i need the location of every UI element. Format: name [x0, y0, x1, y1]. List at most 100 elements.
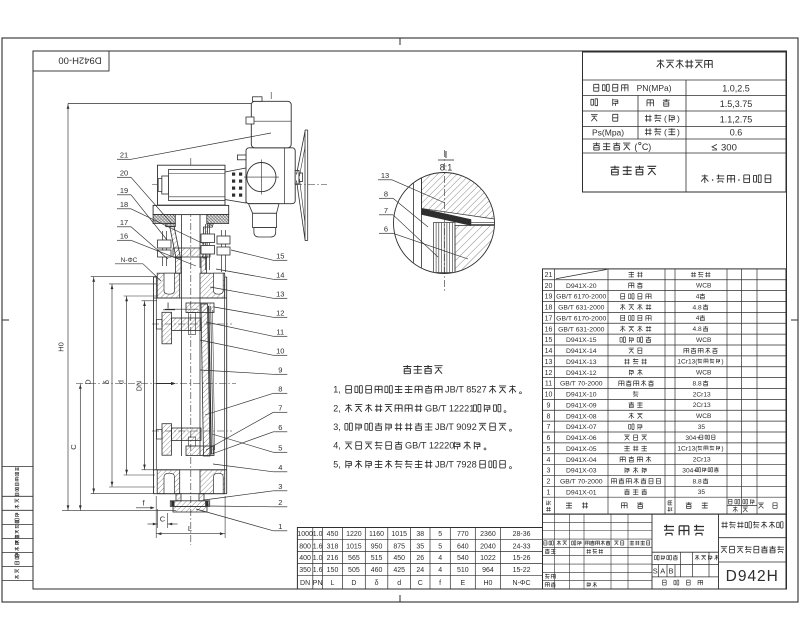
svg-text:400: 400 [299, 555, 311, 562]
svg-text:5: 5 [278, 444, 282, 453]
svg-text:4: 4 [547, 457, 551, 464]
svg-text:318: 318 [327, 543, 339, 550]
svg-text:B: B [668, 567, 673, 576]
svg-text:C: C [69, 444, 78, 450]
svg-text:4: 4 [696, 293, 700, 300]
svg-text:WCB: WCB [696, 283, 712, 290]
svg-text:D941X-09: D941X-09 [566, 402, 597, 409]
svg-text:13: 13 [381, 171, 389, 180]
svg-text:I: I [167, 301, 169, 311]
svg-text:(: ( [664, 114, 667, 124]
svg-text:8.8: 8.8 [692, 478, 701, 485]
svg-text:): ) [677, 114, 680, 124]
svg-text:2,: 2, [333, 403, 341, 413]
svg-text:GB/T 12220: GB/T 12220 [405, 441, 454, 451]
svg-text:17: 17 [545, 315, 553, 322]
svg-text:770: 770 [457, 531, 469, 538]
svg-text:8: 8 [547, 413, 551, 420]
svg-text:1000: 1000 [297, 531, 313, 538]
svg-text:6: 6 [547, 435, 551, 442]
svg-text:1: 1 [278, 522, 282, 531]
svg-text:C: C [160, 515, 166, 524]
svg-text:640: 640 [457, 543, 469, 550]
svg-text:d: d [118, 380, 125, 384]
svg-text:35: 35 [416, 543, 424, 550]
svg-text:D941X-03: D941X-03 [566, 468, 597, 475]
svg-text:15: 15 [545, 337, 553, 344]
svg-text:304+: 304+ [685, 435, 700, 442]
svg-text:28-36: 28-36 [513, 531, 531, 538]
svg-text:1.0,2.5: 1.0,2.5 [722, 84, 750, 94]
svg-text:2Cr13: 2Cr13 [693, 457, 711, 464]
svg-text:10: 10 [276, 347, 284, 356]
svg-text:C: C [418, 580, 423, 587]
svg-text:14: 14 [545, 348, 553, 355]
svg-text:GB/T 6170-2000: GB/T 6170-2000 [556, 294, 606, 301]
svg-text:11: 11 [545, 381, 552, 388]
svg-text:JB/T 7928: JB/T 7928 [435, 459, 477, 469]
svg-text:PN(MPa): PN(MPa) [637, 83, 672, 93]
svg-text:N-ΦC: N-ΦC [121, 257, 138, 264]
svg-text:4: 4 [278, 463, 282, 472]
svg-text:1022: 1022 [480, 555, 496, 562]
svg-text:D941X-04: D941X-04 [566, 457, 597, 464]
svg-text:1.0: 1.0 [313, 531, 323, 538]
svg-text:14: 14 [276, 271, 284, 280]
svg-text:6: 6 [384, 225, 388, 234]
svg-text:150: 150 [327, 567, 339, 574]
svg-text:f: f [143, 499, 146, 508]
svg-text:D941X-14: D941X-14 [566, 348, 597, 355]
svg-text:D941X-06: D941X-06 [566, 435, 597, 442]
svg-text:WCB: WCB [696, 337, 712, 344]
svg-text:GB/T 12221: GB/T 12221 [425, 403, 474, 413]
svg-text:JB/T 8527: JB/T 8527 [445, 385, 487, 395]
svg-text:D942H-00: D942H-00 [58, 55, 101, 66]
svg-text:GB/T 6170-2000: GB/T 6170-2000 [556, 315, 606, 322]
svg-text:4.8: 4.8 [692, 304, 701, 311]
svg-text:1,: 1, [333, 385, 341, 395]
svg-text:515: 515 [371, 555, 383, 562]
svg-text:19: 19 [545, 294, 553, 301]
svg-text:I: I [445, 149, 448, 161]
svg-text:8:1: 8:1 [440, 163, 453, 173]
svg-text:S: S [653, 567, 658, 576]
svg-text:D941X-01: D941X-01 [566, 489, 597, 496]
svg-text:15: 15 [276, 252, 284, 261]
svg-text:D941X-08: D941X-08 [566, 413, 597, 420]
svg-text:15-26: 15-26 [513, 555, 531, 562]
svg-text:4,: 4, [333, 441, 341, 451]
svg-text:26: 26 [416, 555, 424, 562]
svg-text:D941X-15: D941X-15 [566, 337, 597, 344]
svg-text:8: 8 [384, 190, 388, 199]
svg-text:304+: 304+ [682, 467, 697, 474]
svg-text:950: 950 [371, 543, 383, 550]
svg-text:35: 35 [698, 489, 706, 496]
svg-text:D942H: D942H [726, 568, 779, 585]
svg-text:Ps(Mpa): Ps(Mpa) [592, 128, 624, 138]
svg-text:D941X-13: D941X-13 [566, 359, 597, 366]
svg-text:8: 8 [278, 385, 282, 394]
svg-text:D941X-05: D941X-05 [566, 446, 597, 453]
svg-text:16: 16 [120, 232, 128, 241]
svg-text:19: 19 [120, 186, 128, 195]
svg-text:13: 13 [276, 290, 284, 299]
svg-text:D941X-07: D941X-07 [566, 424, 597, 431]
svg-text:1015: 1015 [346, 543, 362, 550]
svg-text:20: 20 [545, 283, 553, 290]
svg-text:450: 450 [393, 555, 405, 562]
svg-text:JB/T 9092: JB/T 9092 [435, 422, 477, 432]
svg-text:N-ΦC: N-ΦC [513, 580, 531, 587]
svg-text:1: 1 [547, 489, 551, 496]
svg-text:18: 18 [120, 200, 128, 209]
svg-text:4: 4 [438, 567, 442, 574]
svg-text:4.8: 4.8 [692, 326, 701, 333]
svg-text:38: 38 [416, 531, 424, 538]
svg-text:C): C) [642, 142, 652, 152]
svg-text:2Cr13: 2Cr13 [693, 402, 711, 409]
svg-text:A: A [660, 567, 665, 576]
svg-text:f: f [439, 580, 441, 587]
svg-text:d: d [397, 580, 401, 587]
svg-text:5,: 5, [333, 459, 341, 469]
svg-text:9: 9 [547, 402, 551, 409]
svg-text:GB/T 631-2000: GB/T 631-2000 [558, 326, 605, 333]
